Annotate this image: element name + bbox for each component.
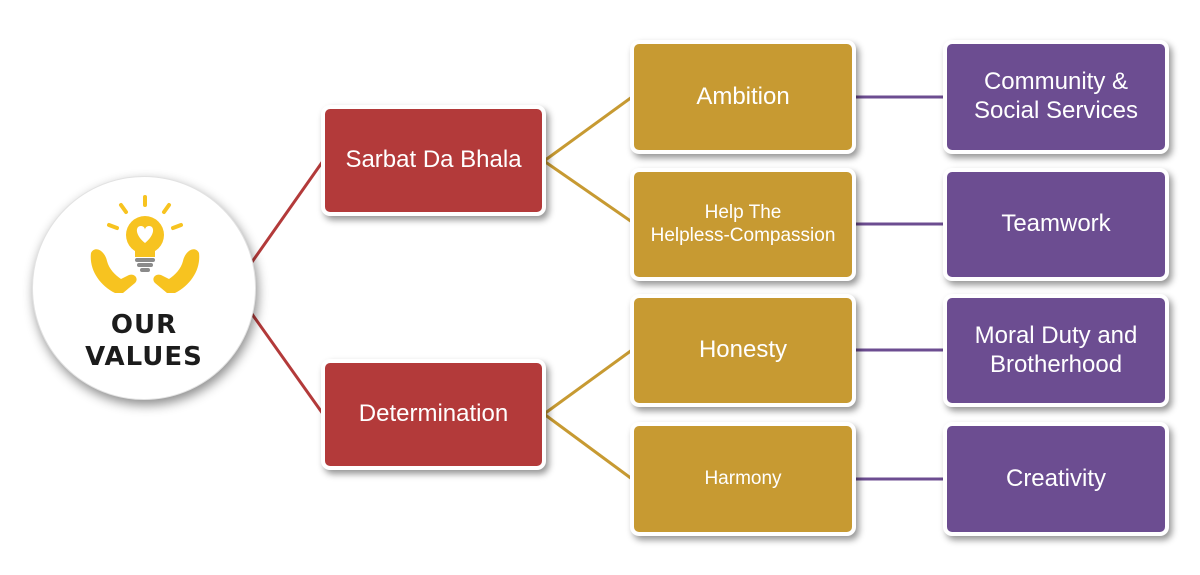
branch-determination: Determination [321, 359, 546, 470]
root-node: OUR VALUES [32, 176, 256, 400]
value-ambition: Ambition [630, 40, 856, 154]
leaf-moral-duty-brotherhood: Moral Duty and Brotherhood [943, 294, 1169, 407]
leaf-label: Community & Social Services [973, 68, 1139, 124]
leaf-creativity: Creativity [943, 422, 1169, 536]
leaf-label: Moral Duty and Brotherhood [974, 321, 1138, 378]
leaf-label: Creativity [1005, 464, 1107, 492]
value-honesty: Honesty [630, 294, 856, 407]
link-sarbat-to-helpless [543, 159, 633, 224]
leaf-teamwork: Teamwork [943, 168, 1169, 281]
value-label: Harmony [704, 467, 782, 489]
link-determination-to-harmony [543, 412, 633, 481]
branch-label: Sarbat Da Bhala [345, 146, 522, 174]
link-root-to-determination [250, 313, 325, 415]
hands-lightbulb-heart-icon [90, 195, 200, 293]
value-label: Ambition [696, 82, 790, 110]
link-determination-to-honesty [543, 348, 633, 416]
leaf-community-social-services: Community & Social Services [943, 40, 1169, 154]
branch-label: Determination [358, 400, 509, 428]
value-harmony: Harmony [630, 422, 856, 536]
leaf-label: Teamwork [1001, 210, 1111, 238]
link-sarbat-to-ambition [543, 95, 633, 163]
root-title: OUR VALUES [85, 310, 203, 372]
value-help-the-helpless: Help The Helpless-Compassion [630, 168, 856, 281]
value-label: Help The Helpless-Compassion [650, 201, 836, 246]
link-root-to-sarbat [250, 160, 325, 263]
branch-sarbat-da-bhala: Sarbat Da Bhala [321, 105, 546, 216]
value-label: Honesty [698, 336, 788, 364]
